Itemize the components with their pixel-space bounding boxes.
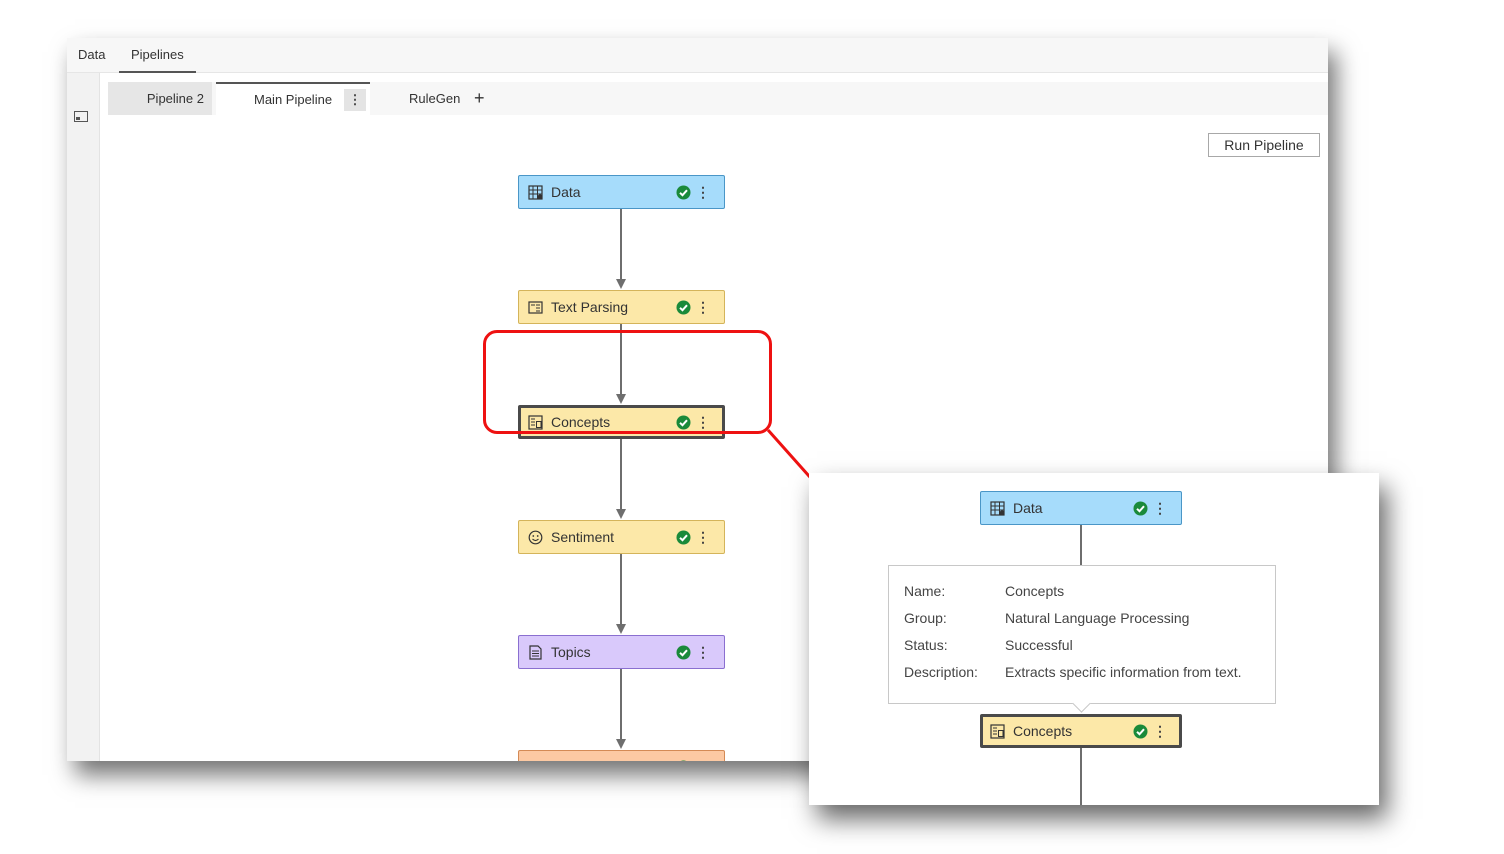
tooltip-value: Successful — [1005, 637, 1073, 653]
tab-pipeline-2[interactable]: Pipeline 2 — [108, 82, 212, 115]
success-check-icon — [1133, 724, 1148, 739]
node-label: Data — [551, 184, 581, 200]
arrowhead — [616, 394, 626, 404]
node-categories[interactable]: Categories ⋮ — [518, 750, 725, 761]
node-tooltip: Name: Concepts Group: Natural Language P… — [888, 565, 1276, 713]
concepts-icon — [990, 724, 1005, 739]
kebab-icon[interactable]: ⋮ — [1153, 500, 1167, 516]
tooltip-key: Group: — [904, 610, 947, 626]
node-text-parsing[interactable]: Text Parsing ⋮ — [518, 290, 725, 324]
node-label: Categories — [551, 759, 619, 761]
connector-line — [1080, 523, 1082, 565]
kebab-icon[interactable]: ⋮ — [696, 644, 710, 660]
arrowhead — [616, 279, 626, 289]
success-check-icon — [676, 185, 691, 200]
node-label: Concepts — [551, 414, 611, 430]
success-check-icon — [676, 530, 691, 545]
arrowhead — [616, 509, 626, 519]
pipeline-tab-bar: Pipeline 2 Main Pipeline ⋮ RuleGen + — [108, 82, 1328, 115]
kebab-icon[interactable]: ⋮ — [696, 184, 710, 200]
tab-rulegen[interactable]: RuleGen — [409, 82, 469, 115]
tooltip-value: Concepts — [1005, 583, 1065, 599]
connector-line — [620, 669, 622, 740]
kebab-icon[interactable]: ⋮ — [696, 299, 710, 315]
concepts-icon — [528, 415, 543, 430]
connector-line — [620, 209, 622, 280]
tooltip-pointer — [1072, 694, 1091, 713]
tab-pipelines[interactable]: Pipelines — [119, 47, 196, 73]
success-check-icon — [676, 415, 691, 430]
add-pipeline-icon[interactable]: + — [474, 88, 485, 108]
table-icon — [990, 501, 1005, 516]
table-icon — [528, 185, 543, 200]
panel-toggle-icon[interactable] — [74, 111, 88, 122]
success-check-icon — [676, 645, 691, 660]
node-label: Sentiment — [551, 529, 615, 545]
tooltip-value: Natural Language Processing — [1005, 610, 1190, 626]
tooltip-key: Status: — [904, 637, 948, 653]
node-label: Data — [1013, 500, 1043, 516]
connector-line — [620, 554, 622, 625]
success-check-icon — [680, 760, 687, 761]
top-tab-bar: Data Pipelines — [67, 38, 1328, 73]
highlight-box — [483, 330, 772, 434]
arrowhead — [616, 624, 626, 634]
connector-line — [620, 439, 622, 510]
node-topics[interactable]: Topics ⋮ — [518, 635, 725, 669]
kebab-icon[interactable]: ⋮ — [344, 89, 366, 111]
smiley-icon — [528, 530, 543, 545]
kebab-icon[interactable]: ⋮ — [1153, 723, 1167, 739]
node-data[interactable]: Data ⋮ — [518, 175, 725, 209]
tab-label: Main Pipeline — [254, 92, 333, 107]
kebab-icon[interactable]: ⋮ — [696, 414, 710, 430]
kebab-icon[interactable]: ⋮ — [696, 529, 710, 545]
zoom-inset: Data ⋮ Concepts ⋮ Name: Concepts Group: Nat… — [809, 473, 1379, 805]
categories-icon — [528, 760, 543, 761]
run-pipeline-button[interactable]: Run Pipeline — [1208, 133, 1320, 157]
tooltip-key: Description: — [904, 664, 978, 680]
node-data[interactable]: Data ⋮ — [980, 491, 1182, 525]
node-concepts[interactable]: Concepts ⋮ — [980, 714, 1182, 748]
tab-label: RuleGen — [409, 91, 461, 106]
document-icon — [529, 645, 542, 660]
node-label: Text Parsing — [551, 299, 629, 315]
tab-data[interactable]: Data — [78, 47, 106, 62]
tab-label: Pipeline 2 — [146, 91, 204, 106]
arrowhead — [616, 739, 626, 749]
tab-main-pipeline[interactable]: Main Pipeline ⋮ — [216, 82, 370, 115]
tooltip-value: Extracts specific information from text. — [1005, 664, 1242, 680]
success-check-icon — [1133, 501, 1148, 516]
text-parsing-icon — [528, 301, 543, 314]
node-sentiment[interactable]: Sentiment ⋮ — [518, 520, 725, 554]
left-rail — [67, 73, 100, 761]
node-label: Concepts — [1013, 723, 1073, 739]
node-label: Topics — [551, 644, 591, 660]
success-check-icon — [676, 300, 691, 315]
main-window: Data Pipelines Pipeline 2 Main Pipeline … — [67, 38, 1328, 761]
connector-line — [620, 324, 622, 395]
tooltip-key: Name: — [904, 583, 946, 599]
connector-line — [1080, 748, 1082, 805]
kebab-icon[interactable]: ⋮ — [696, 758, 710, 761]
